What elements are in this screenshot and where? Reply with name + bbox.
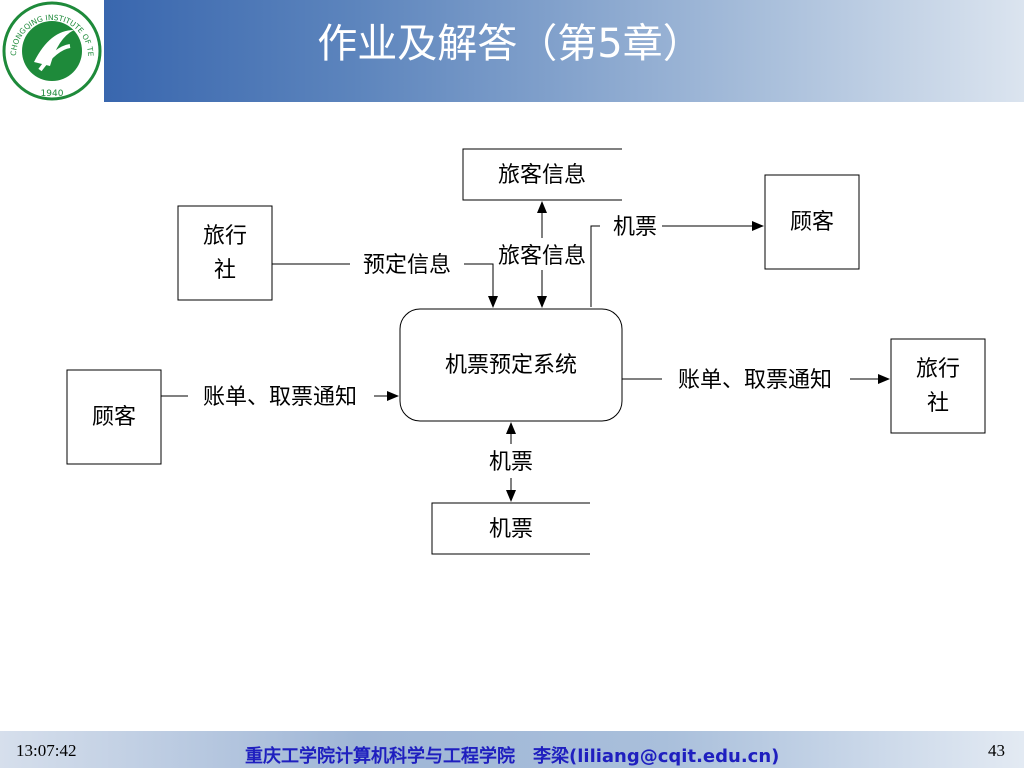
footer-bar [0,731,1024,768]
page-title: 作业及解答（第5章） [317,21,703,67]
entity-customer-right: 顾客 [764,174,860,270]
process-ticket-booking-system: 机票预定系统 [399,308,623,422]
entity-travel-agency-left: 旅行 社 [177,205,273,301]
store-label: 旅客信息 [498,163,586,188]
entity-label: 旅行 [916,357,960,382]
footer-credit: 重庆工学院计算机科学与工程学院 李梁(liliang@cqit.edu.cn) [245,746,780,767]
entity-label: 顾客 [790,210,834,235]
entity-label: 顾客 [92,405,136,430]
flow-label: 预定信息 [363,253,451,278]
entity-label: 社 [214,258,236,283]
entity-travel-agency-right: 旅行 社 [890,338,986,434]
flow-label: 机票 [489,450,533,475]
title-bar [0,0,1024,102]
entity-label: 社 [927,391,949,416]
logo-year: 1940 [41,89,64,99]
page-number: 43 [988,741,1005,760]
flow-bill-out: 账单、取票通知 [622,368,890,393]
flow-label: 账单、取票通知 [678,368,832,393]
flow-label: 旅客信息 [498,244,586,269]
data-store-ticket: 机票 [431,502,590,555]
flow-bill-in: 账单、取票通知 [161,385,399,410]
entity-customer-left: 顾客 [66,369,162,465]
flow-label: 账单、取票通知 [203,385,357,410]
data-store-traveler-info: 旅客信息 [462,148,622,201]
flow-booking-info: 预定信息 [272,253,498,308]
data-flow-diagram: 旅客信息 旅行 社 顾客 机票预定系统 顾客 旅行 社 机票 预定信息 旅客信息 [66,148,986,555]
flow-ticket-store: 机票 [489,422,533,502]
entity-label: 旅行 [203,224,247,249]
flow-traveler-info: 旅客信息 [498,201,586,308]
process-label: 机票预定系统 [445,353,577,378]
store-label: 机票 [489,517,533,542]
school-logo: CHONGQING INSTITUTE OF TECHNOLOGY 1940 [0,0,104,102]
flow-ticket-to-customer: 机票 [590,215,764,307]
flow-label: 机票 [613,215,657,240]
footer-time: 13:07:42 [16,741,77,760]
